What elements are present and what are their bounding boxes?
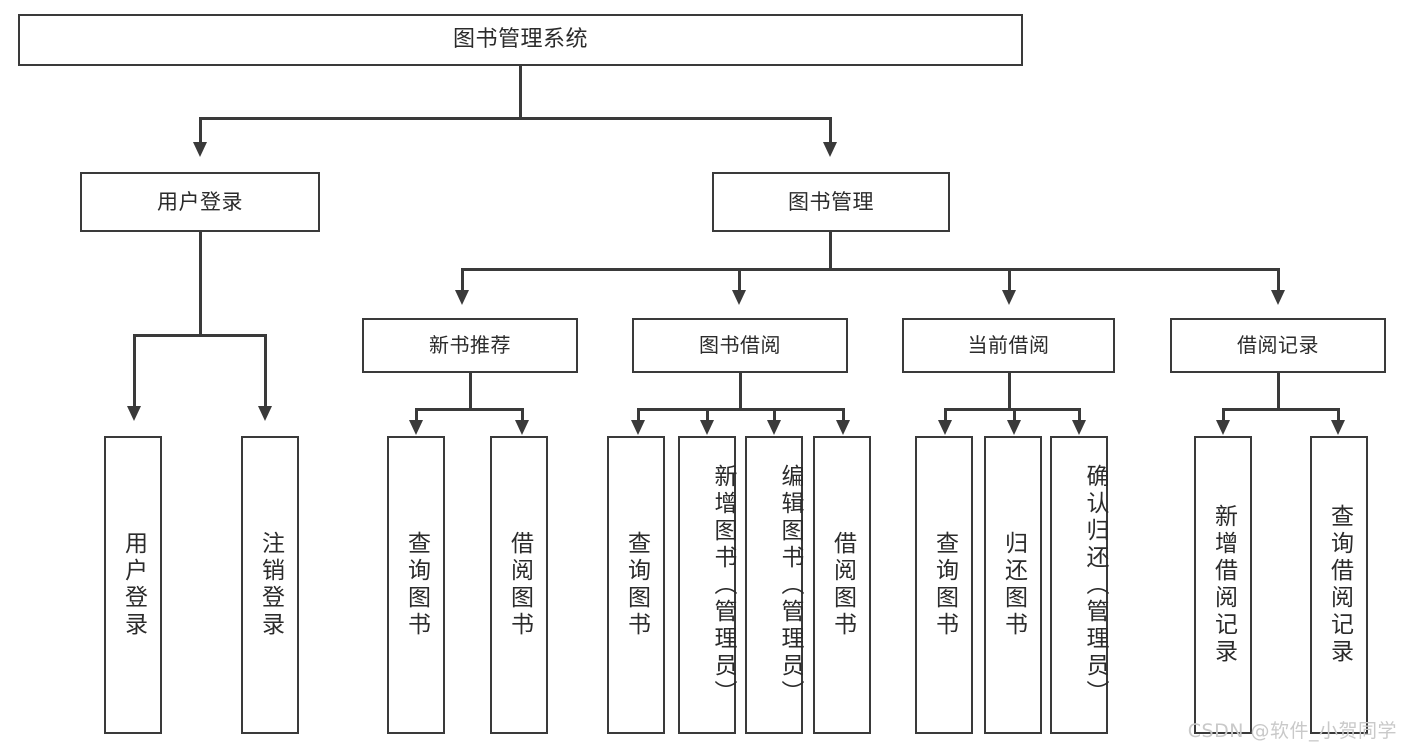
node-label: 用户登录 xyxy=(120,531,147,639)
node-label: 新书推荐 xyxy=(429,332,511,357)
connector-borrow-record-stem xyxy=(1277,373,1280,410)
leaf-confirm-return-admin[interactable]: 确认归还（管理员） xyxy=(1050,436,1108,734)
arrowhead-borrow-record-1 xyxy=(1216,420,1230,435)
node-label: 用户登录 xyxy=(157,189,243,214)
leaf-user-login[interactable]: 用户登录 xyxy=(104,436,162,734)
connector-root-drop-2 xyxy=(829,117,832,145)
arrowhead-new-book-2 xyxy=(515,420,529,435)
leaf-borrow-book[interactable]: 借阅图书 xyxy=(813,436,871,734)
node-label: 编辑图书（管理员） xyxy=(777,463,803,707)
arrowhead-book-mgmt-3 xyxy=(1002,290,1016,305)
connector-book-borrow-bus xyxy=(637,408,844,411)
leaf-add-book-admin[interactable]: 新增图书（管理员） xyxy=(678,436,736,734)
arrowhead-new-book-1 xyxy=(409,420,423,435)
connector-book-mgmt-drop-4 xyxy=(1277,268,1280,292)
connector-user-login-drop-2 xyxy=(264,334,267,409)
arrowhead-book-mgmt-2 xyxy=(732,290,746,305)
leaf-query-book-borrow[interactable]: 查询图书 xyxy=(607,436,665,734)
node-user-login[interactable]: 用户登录 xyxy=(80,172,320,232)
node-label: 当前借阅 xyxy=(967,332,1050,357)
node-label: 图书管理 xyxy=(788,189,874,214)
node-label: 新增借阅记录 xyxy=(1210,504,1237,666)
arrowhead-current-borrow-1 xyxy=(938,420,952,435)
connector-new-book-stem xyxy=(469,373,472,410)
leaf-query-borrow-record[interactable]: 查询借阅记录 xyxy=(1310,436,1368,734)
connector-borrow-record-drop-1 xyxy=(1222,408,1225,422)
leaf-return-book[interactable]: 归还图书 xyxy=(984,436,1042,734)
connector-current-borrow-stem xyxy=(1008,373,1011,410)
node-label: 确认归还（管理员） xyxy=(1082,463,1108,707)
connector-book-borrow-drop-2 xyxy=(706,408,709,422)
leaf-add-borrow-record[interactable]: 新增借阅记录 xyxy=(1194,436,1252,734)
connector-borrow-record-drop-2 xyxy=(1337,408,1340,422)
connector-book-mgmt-stem xyxy=(829,232,832,270)
node-label: 图书管理系统 xyxy=(452,27,588,53)
node-label: 归还图书 xyxy=(1000,531,1027,639)
arrowhead-current-borrow-2 xyxy=(1007,420,1021,435)
node-label: 注销登录 xyxy=(257,531,284,639)
leaf-query-book-current[interactable]: 查询图书 xyxy=(915,436,973,734)
connector-book-mgmt-drop-3 xyxy=(1008,268,1011,292)
connector-current-borrow-drop-1 xyxy=(944,408,947,422)
node-label: 查询借阅记录 xyxy=(1326,504,1353,666)
connector-book-borrow-drop-4 xyxy=(842,408,845,422)
leaf-query-book-newbook[interactable]: 查询图书 xyxy=(387,436,445,734)
connector-book-mgmt-drop-1 xyxy=(461,268,464,292)
leaf-edit-book-admin[interactable]: 编辑图书（管理员） xyxy=(745,436,803,734)
arrowhead-book-borrow-3 xyxy=(767,420,781,435)
arrowhead-root-2 xyxy=(823,142,837,157)
connector-book-borrow-drop-1 xyxy=(637,408,640,422)
arrowhead-book-mgmt-4 xyxy=(1271,290,1285,305)
arrowhead-book-borrow-4 xyxy=(836,420,850,435)
arrowhead-book-mgmt-1 xyxy=(455,290,469,305)
node-label: 新增图书（管理员） xyxy=(710,463,736,707)
node-label: 查询图书 xyxy=(403,531,430,639)
node-label: 图书借阅 xyxy=(699,332,781,357)
connector-current-borrow-drop-2 xyxy=(1013,408,1016,422)
node-book-borrow[interactable]: 图书借阅 xyxy=(632,318,848,373)
connector-user-login-drop-1 xyxy=(133,334,136,409)
connector-book-borrow-stem xyxy=(739,373,742,410)
connector-current-borrow-drop-3 xyxy=(1078,408,1081,422)
node-label: 借阅图书 xyxy=(829,531,856,639)
arrowhead-user-login-2 xyxy=(258,406,272,421)
connector-root-drop-1 xyxy=(199,117,202,145)
connector-user-login-bus xyxy=(133,334,266,337)
leaf-borrow-book-newbook[interactable]: 借阅图书 xyxy=(490,436,548,734)
connector-new-book-drop-1 xyxy=(415,408,418,422)
connector-borrow-record-bus xyxy=(1222,408,1339,411)
node-current-borrow[interactable]: 当前借阅 xyxy=(902,318,1115,373)
arrowhead-book-borrow-1 xyxy=(631,420,645,435)
connector-new-book-drop-2 xyxy=(521,408,524,422)
connector-new-book-bus xyxy=(415,408,523,411)
node-borrow-record[interactable]: 借阅记录 xyxy=(1170,318,1386,373)
connector-current-borrow-bus xyxy=(944,408,1080,411)
node-label: 借阅记录 xyxy=(1237,332,1319,357)
node-root-system[interactable]: 图书管理系统 xyxy=(18,14,1023,66)
connector-book-borrow-drop-3 xyxy=(773,408,776,422)
node-new-book-recommend[interactable]: 新书推荐 xyxy=(362,318,578,373)
arrowhead-root-1 xyxy=(193,142,207,157)
leaf-logout[interactable]: 注销登录 xyxy=(241,436,299,734)
arrowhead-borrow-record-2 xyxy=(1331,420,1345,435)
connector-book-mgmt-drop-2 xyxy=(738,268,741,292)
node-label: 查询图书 xyxy=(931,531,958,639)
arrowhead-book-borrow-2 xyxy=(700,420,714,435)
node-label: 查询图书 xyxy=(623,531,650,639)
node-book-management[interactable]: 图书管理 xyxy=(712,172,950,232)
connector-root-stem xyxy=(519,66,522,118)
arrowhead-current-borrow-3 xyxy=(1072,420,1086,435)
connector-user-login-stem xyxy=(199,232,202,336)
connector-root-bus xyxy=(199,117,831,120)
connector-book-mgmt-bus xyxy=(461,268,1279,271)
arrowhead-user-login-1 xyxy=(127,406,141,421)
node-label: 借阅图书 xyxy=(506,531,533,639)
